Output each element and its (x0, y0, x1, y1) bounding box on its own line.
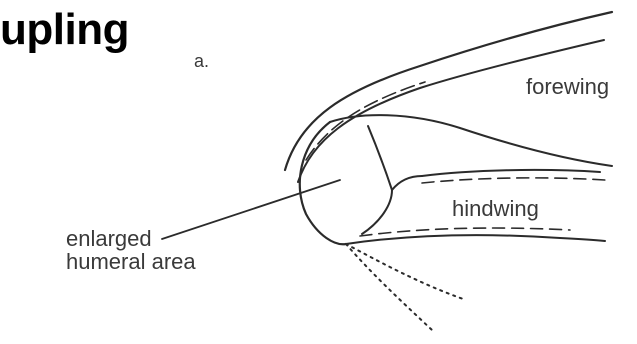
forewing-inner-edge (298, 40, 604, 182)
humeral-label-line2: humeral area (66, 251, 196, 273)
forewing-label: forewing (526, 76, 609, 98)
dotted-trail-1 (346, 244, 466, 300)
forewing-dashed-vein (306, 82, 425, 160)
hindwing-lower-edge (346, 235, 605, 244)
part-label: a. (194, 52, 209, 70)
humeral-pointer-line (162, 180, 340, 239)
hindwing-leading-dash (422, 178, 605, 183)
hindwing-label: hindwing (452, 198, 539, 220)
humeral-vein-upper (368, 126, 392, 190)
forewing-trailing-edge (330, 115, 612, 166)
dotted-trail-2 (346, 244, 432, 330)
humeral-vein-right (392, 176, 422, 190)
humeral-label-line1: enlarged (66, 228, 152, 250)
humeral-vein-down (362, 190, 392, 234)
hindwing-leading-edge (422, 170, 600, 176)
